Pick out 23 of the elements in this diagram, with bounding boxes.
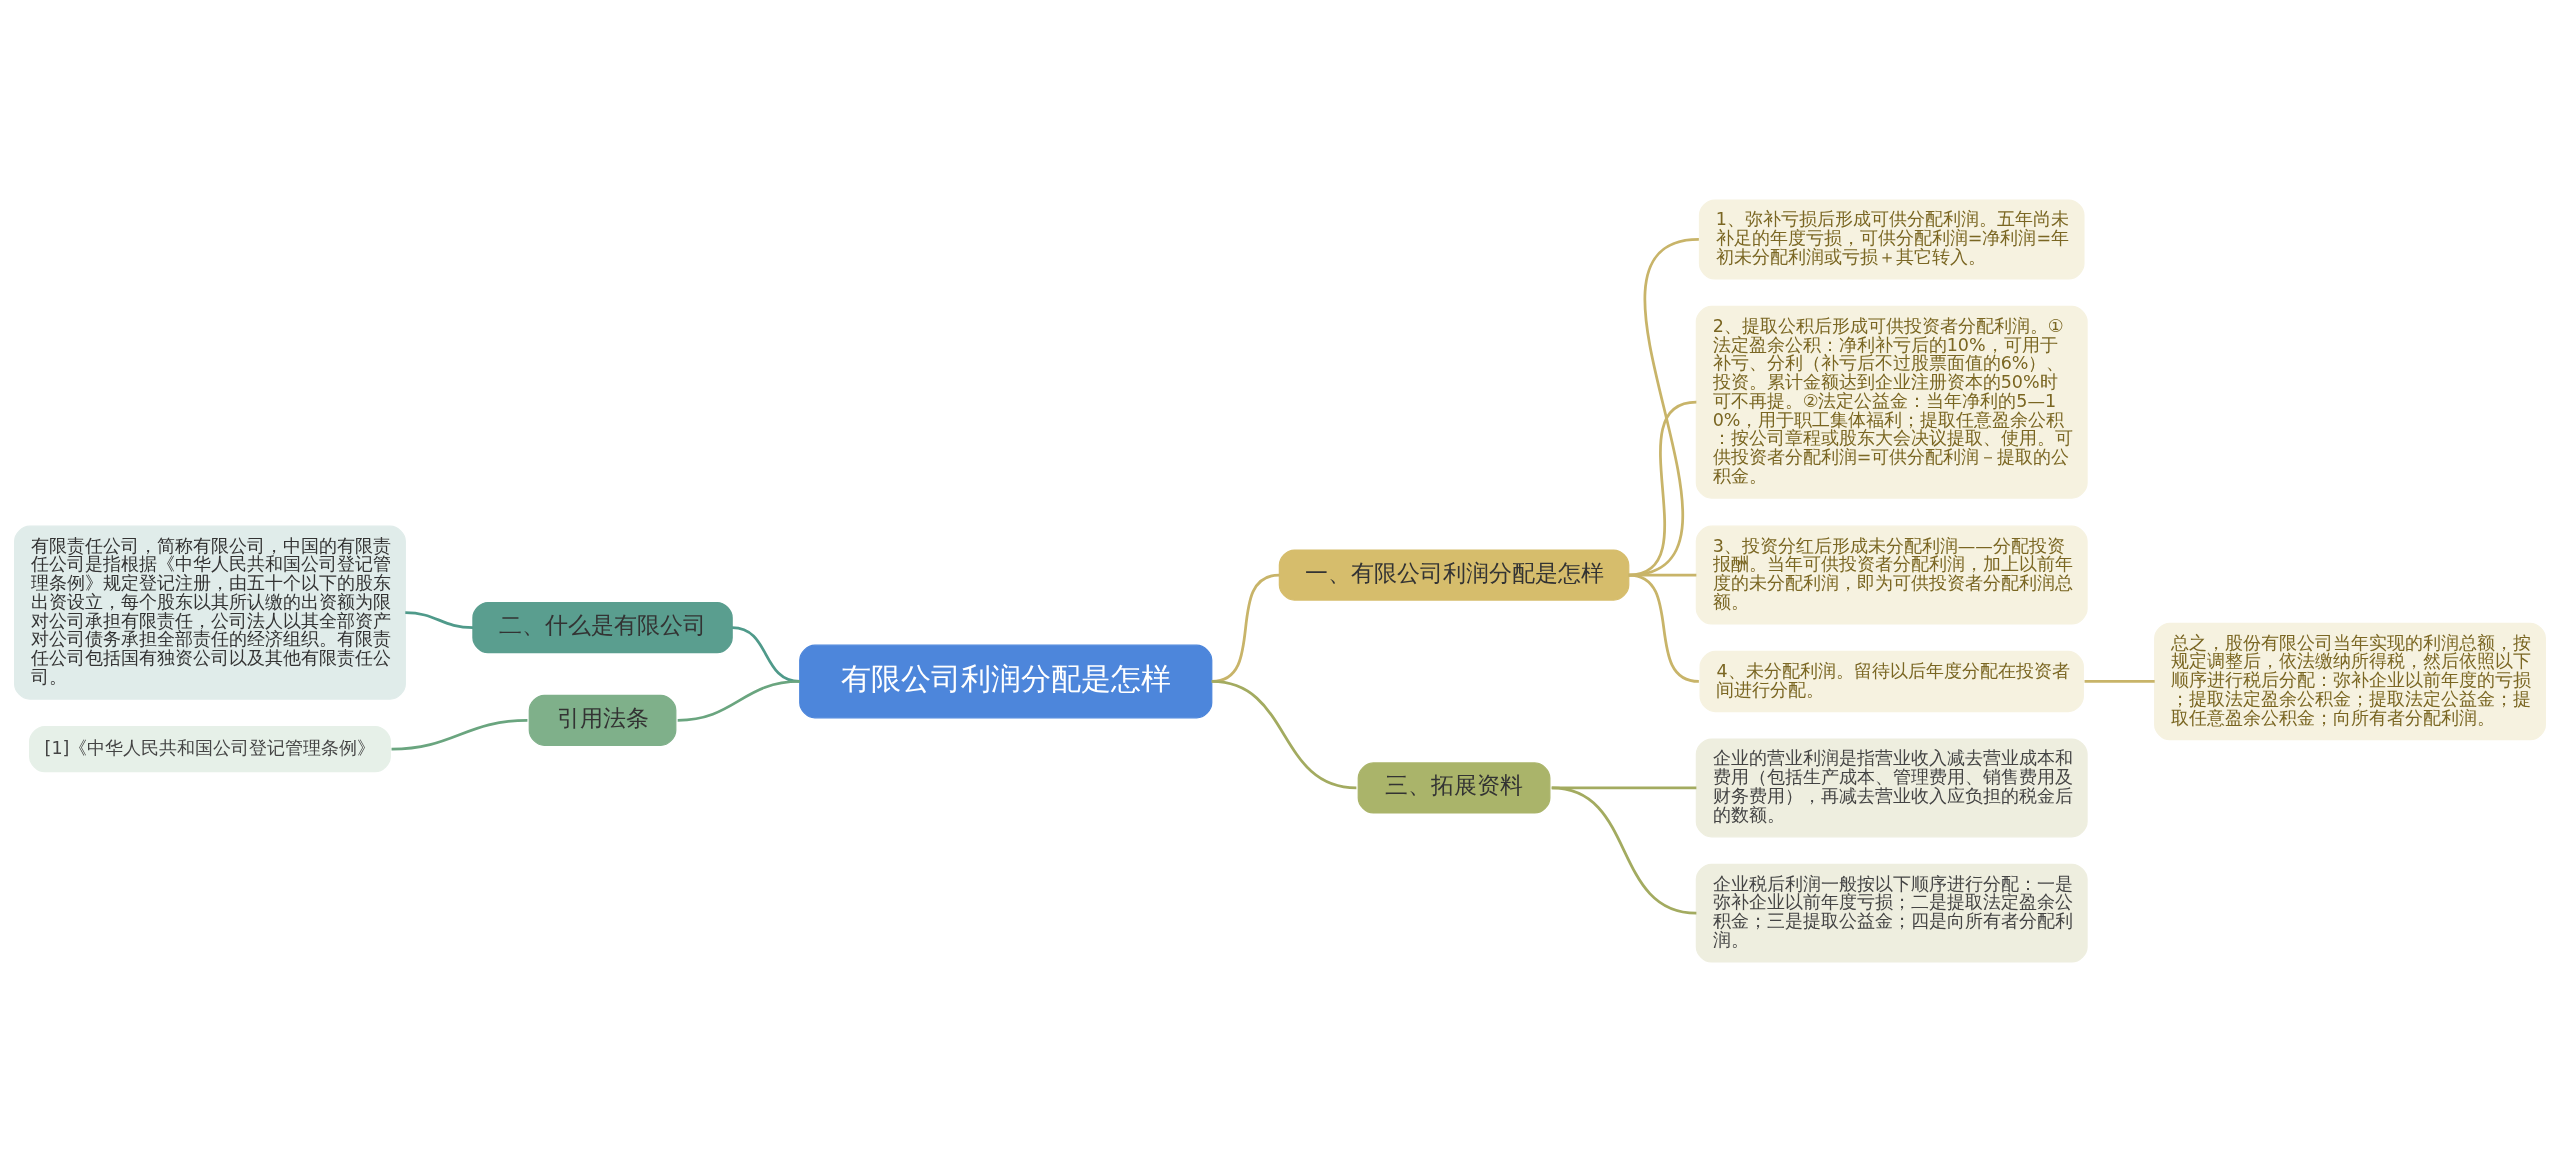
connector: [2084, 679, 2155, 683]
node-box: 1、弥补亏损后形成可供分配利润。五年尚未补足的年度亏损，可供分配利润=净利润=年初未分配利润或亏损＋其它转入。: [1698, 198, 2085, 280]
node-box: 2、提取公积后形成可供投资者分配利润。①法定盈余公积：净利补亏后的10%，可用于补亏、分利（补亏后不过股票面值的6%）、投资。累计金额达到企业注册资本的50%时可不再提。②法定公益金：当年净利的5—10%，用于职工集体福利；提取任意盈余公积：按公司章程或股东大会决议提取、使用。可供投资者分配利润=可供分配利润－提取的公积金。: [1695, 305, 2088, 499]
connector: [391, 718, 528, 750]
connector: [405, 610, 473, 629]
connector: [1551, 786, 1697, 914]
connector: [1628, 573, 1700, 683]
connector: [1211, 679, 1357, 789]
connector: [1628, 400, 1697, 576]
node-box: 一、有限公司利润分配是怎样: [1278, 548, 1630, 601]
node-box: 企业的营业利润是指营业收入减去营业成本和费用（包括生产成本、管理费用、销售费用及财务费用），再减去营业收入应负担的税金后的数额。: [1695, 737, 2088, 837]
node-box: 3、投资分红后形成未分配利润——分配投资报酬。当年可供投资者分配利润，加上以前年度的未分配利润，即为可供投资者分配利润总额。: [1695, 525, 2088, 624]
node-box: [1]《中华人民共和国公司登记管理条例》: [29, 725, 391, 772]
node-box: 4、未分配利润。留待以后年度分配在投资者间进行分配。: [1699, 650, 2084, 712]
connector: [1628, 237, 1700, 576]
connector: [677, 679, 800, 722]
node-box: 三、拓展资料: [1357, 761, 1551, 814]
node-box: 有限责任公司，简称有限公司，中国的有限责任公司是指根据《中华人民共和国公司登记管理条例》规定登记注册，由五十个以下的股东出资设立，每个股东以其所认缴的出资额为限对公司承担有限责任，公司法人以其全部资产对公司债务承担全部责任的经济组织。有限责任公司包括国有独资公司以及其他有限责任公司。: [14, 525, 406, 700]
node-box: 企业税后利润一般按以下顺序进行分配：一是弥补企业以前年度亏损；二是提取法定盈余公积金；三是提取公益金；四是向所有者分配利润。: [1695, 863, 2088, 963]
node-box: 有限公司利润分配是怎样: [799, 644, 1213, 718]
node-box: 总之，股份有限公司当年实现的利润总额，按规定调整后，依法缴纳所得税，然后依照以下顺序进行税后分配：弥补企业以前年度的亏损；提取法定盈余公积金；提取法定公益金；提取任意盈余公积金；向所有者分配利润。: [2154, 622, 2546, 740]
node-box: 引用法条: [528, 694, 677, 746]
node-box: 二、什么是有限公司: [472, 601, 733, 653]
